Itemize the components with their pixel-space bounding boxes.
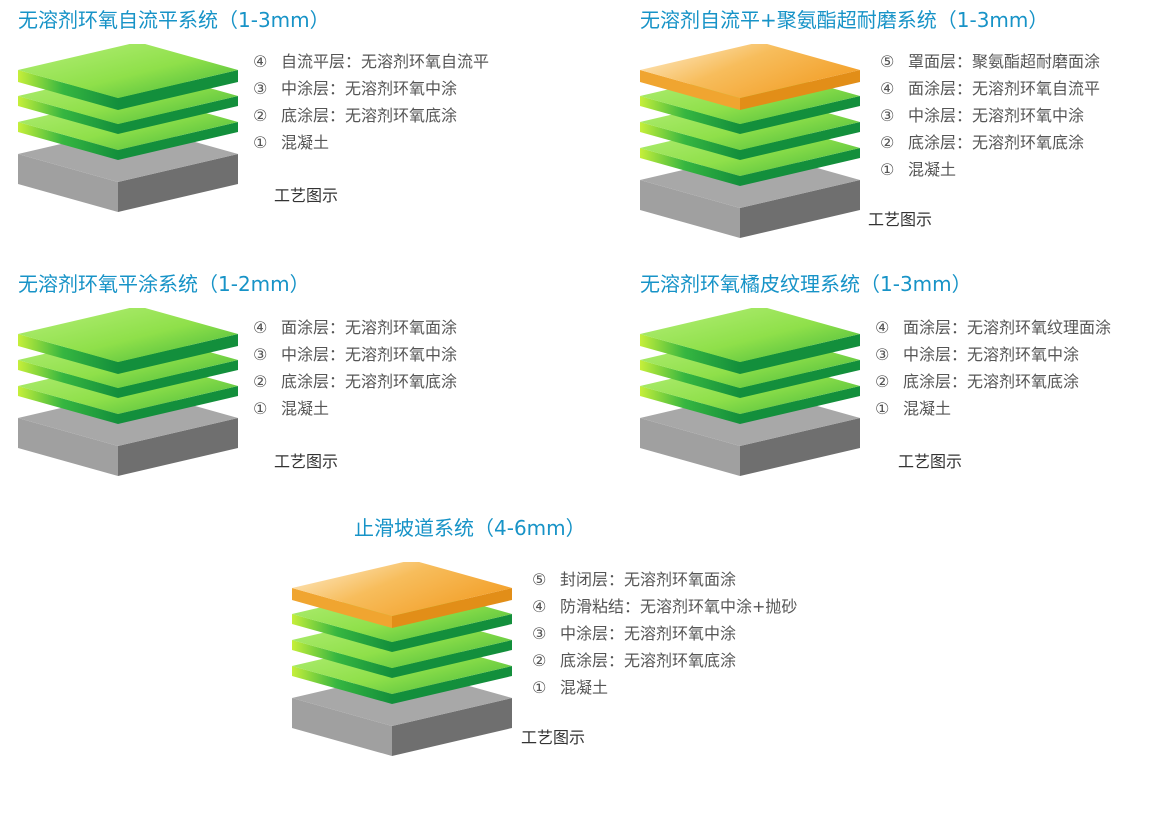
legend-number: ① <box>875 399 890 418</box>
legend-number: ② <box>880 133 895 152</box>
process-caption: 工艺图示 <box>521 728 586 747</box>
legend-number: ③ <box>875 345 890 364</box>
legend-text: 混凝土 <box>281 133 330 152</box>
legend-text: 底涂层：无溶剂环氧底涂 <box>908 133 1085 152</box>
legend-number: ③ <box>880 106 895 125</box>
panel-title: 无溶剂环氧橘皮纹理系统（1-3mm） <box>640 272 972 296</box>
layer-stack-diagram <box>640 308 860 476</box>
legend-number: ③ <box>253 79 268 98</box>
green-layer <box>18 44 238 110</box>
legend-item: ② 底涂层：无溶剂环氧底涂 <box>875 372 1079 392</box>
legend-item: ④ 自流平层：无溶剂环氧自流平 <box>253 52 489 72</box>
legend-item: ④ 面涂层：无溶剂环氧纹理面涂 <box>875 318 1111 338</box>
legend-item: ① 混凝土 <box>875 399 951 419</box>
legend-number: ③ <box>253 345 268 364</box>
legend-number: ④ <box>253 318 268 337</box>
legend-text: 封闭层：无溶剂环氧面涂 <box>560 570 737 589</box>
legend-text: 面涂层：无溶剂环氧自流平 <box>908 79 1101 98</box>
legend-text: 防滑粘结：无溶剂环氧中涂+抛砂 <box>560 597 798 616</box>
legend-text: 中涂层：无溶剂环氧中涂 <box>281 79 458 98</box>
layer-stack-diagram <box>292 562 512 756</box>
legend-item: ③ 中涂层：无溶剂环氧中涂 <box>532 624 736 644</box>
process-caption: 工艺图示 <box>274 186 339 205</box>
legend-number: ① <box>253 133 268 152</box>
legend-text: 面涂层：无溶剂环氧纹理面涂 <box>903 318 1112 337</box>
legend-item: ④ 面涂层：无溶剂环氧面涂 <box>253 318 457 338</box>
legend-number: ② <box>875 372 890 391</box>
panel-title: 无溶剂环氧自流平系统（1-3mm） <box>18 8 330 32</box>
system-panel-self-leveling: 无溶剂环氧自流平系统（1-3mm） ④ 自流平层：无溶剂环氧自流平 ③ 中涂层：无溶… <box>18 8 578 248</box>
legend-item: ① 混凝土 <box>880 160 956 180</box>
legend-number: ⑤ <box>880 52 895 71</box>
legend-item: ① 混凝土 <box>532 678 608 698</box>
layer-stack-diagram <box>18 308 238 476</box>
green-layer <box>18 308 238 374</box>
legend-text: 混凝土 <box>281 399 330 418</box>
legend-number: ③ <box>532 624 547 643</box>
legend-text: 底涂层：无溶剂环氧底涂 <box>560 651 737 670</box>
process-caption: 工艺图示 <box>274 452 339 471</box>
legend-item: ④ 防滑粘结：无溶剂环氧中涂+抛砂 <box>532 597 797 617</box>
legend-number: ④ <box>875 318 890 337</box>
legend-item: ② 底涂层：无溶剂环氧底涂 <box>880 133 1084 153</box>
legend-text: 自流平层：无溶剂环氧自流平 <box>281 52 490 71</box>
legend-text: 中涂层：无溶剂环氧中涂 <box>560 624 737 643</box>
legend-item: ② 底涂层：无溶剂环氧底涂 <box>253 372 457 392</box>
legend-text: 面涂层：无溶剂环氧面涂 <box>281 318 458 337</box>
legend-number: ④ <box>253 52 268 71</box>
legend-text: 混凝土 <box>560 678 609 697</box>
process-caption: 工艺图示 <box>868 210 933 229</box>
legend-text: 底涂层：无溶剂环氧底涂 <box>281 372 458 391</box>
legend-item: ⑤ 罩面层：聚氨酯超耐磨面涂 <box>880 52 1100 72</box>
system-panel-polyurethane-wear: 无溶剂自流平+聚氨酯超耐磨系统（1-3mm） ⑤ 罩面层：聚氨酯超耐磨面涂 ④ 面涂… <box>640 8 1145 248</box>
legend-item: ② 底涂层：无溶剂环氧底涂 <box>253 106 457 126</box>
legend-text: 中涂层：无溶剂环氧中涂 <box>903 345 1080 364</box>
legend-text: 罩面层：聚氨酯超耐磨面涂 <box>908 52 1101 71</box>
legend-text: 底涂层：无溶剂环氧底涂 <box>281 106 458 125</box>
legend-number: ② <box>253 372 268 391</box>
legend-number: ⑤ <box>532 570 547 589</box>
legend-text: 中涂层：无溶剂环氧中涂 <box>908 106 1085 125</box>
green-layer <box>640 308 860 374</box>
legend-number: ① <box>532 678 547 697</box>
legend-number: ① <box>253 399 268 418</box>
system-panel-anti-slip-ramp: 止滑坡道系统（4-6mm） ⑤ 封闭层：无溶剂环氧面涂 ④ 防滑粘结：无溶剂环氧中涂… <box>292 516 852 766</box>
orange-layer <box>640 44 860 110</box>
legend-item: ③ 中涂层：无溶剂环氧中涂 <box>875 345 1079 365</box>
system-panel-orange-peel: 无溶剂环氧橘皮纹理系统（1-3mm） ④ 面涂层：无溶剂环氧纹理面涂 ③ 中涂层：无… <box>640 272 1145 502</box>
legend-number: ② <box>532 651 547 670</box>
orange-layer <box>292 562 512 628</box>
legend-number: ④ <box>532 597 547 616</box>
legend-item: ③ 中涂层：无溶剂环氧中涂 <box>253 345 457 365</box>
legend-item: ① 混凝土 <box>253 399 329 419</box>
legend-number: ④ <box>880 79 895 98</box>
legend-text: 混凝土 <box>903 399 952 418</box>
panel-title: 无溶剂自流平+聚氨酯超耐磨系统（1-3mm） <box>640 8 1049 32</box>
legend-number: ① <box>880 160 895 179</box>
legend-item: ③ 中涂层：无溶剂环氧中涂 <box>880 106 1084 126</box>
process-caption: 工艺图示 <box>898 452 963 471</box>
legend-text: 底涂层：无溶剂环氧底涂 <box>903 372 1080 391</box>
legend-item: ③ 中涂层：无溶剂环氧中涂 <box>253 79 457 99</box>
system-panel-flat-coating: 无溶剂环氧平涂系统（1-2mm） ④ 面涂层：无溶剂环氧面涂 ③ 中涂层：无溶剂环氧… <box>18 272 578 502</box>
legend-item: ④ 面涂层：无溶剂环氧自流平 <box>880 79 1100 99</box>
legend-text: 混凝土 <box>908 160 957 179</box>
legend-number: ② <box>253 106 268 125</box>
legend-item: ② 底涂层：无溶剂环氧底涂 <box>532 651 736 671</box>
legend-item: ① 混凝土 <box>253 133 329 153</box>
legend-text: 中涂层：无溶剂环氧中涂 <box>281 345 458 364</box>
legend-item: ⑤ 封闭层：无溶剂环氧面涂 <box>532 570 736 590</box>
panel-title: 无溶剂环氧平涂系统（1-2mm） <box>18 272 310 296</box>
panel-title: 止滑坡道系统（4-6mm） <box>354 516 586 540</box>
layer-stack-diagram <box>640 44 860 238</box>
layer-stack-diagram <box>18 44 238 212</box>
